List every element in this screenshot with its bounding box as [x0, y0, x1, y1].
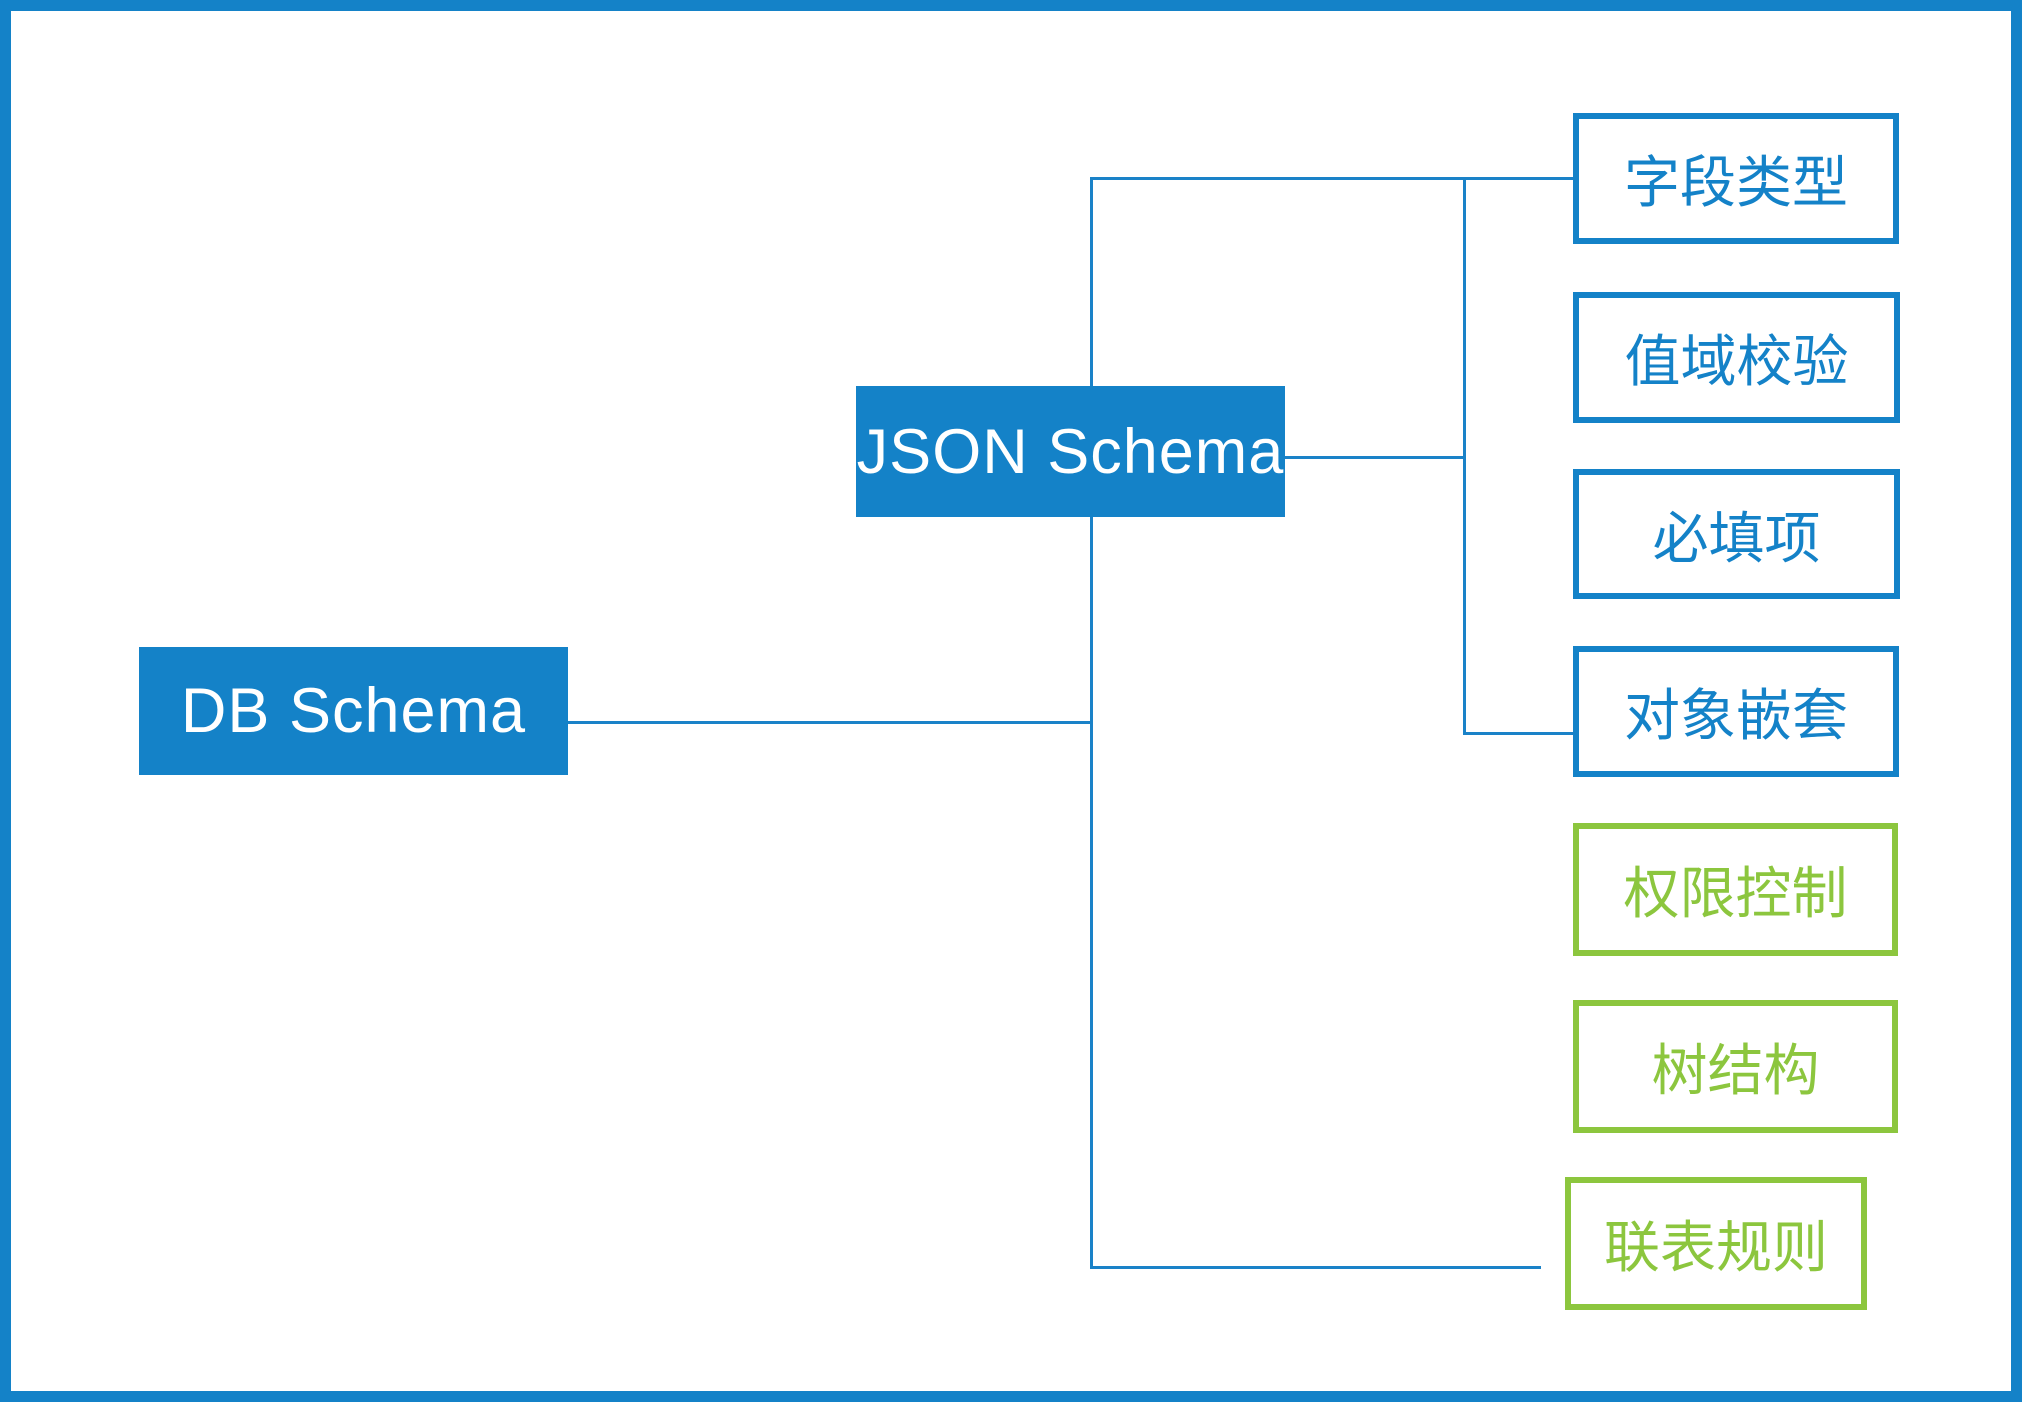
leaf-object-nesting: 对象嵌套: [1573, 646, 1899, 777]
connector-db-to-trunk: [568, 721, 1091, 724]
leaf-permission-control: 权限控制: [1573, 823, 1898, 956]
connector-bottom-to-join-rules: [1090, 1266, 1541, 1269]
db-schema-node: DB Schema: [139, 647, 568, 775]
leaf-join-rules: 联表规则: [1565, 1177, 1867, 1310]
connector-trunk-vertical: [1090, 177, 1093, 1269]
connector-json-to-bracket: [1285, 456, 1463, 459]
connector-top-to-field-type: [1090, 177, 1573, 180]
leaf-required-fields: 必填项: [1573, 469, 1900, 599]
connector-bracket-vertical: [1463, 177, 1466, 735]
json-schema-node: JSON Schema: [856, 386, 1285, 517]
leaf-value-validation: 值域校验: [1573, 292, 1900, 423]
connector-to-object-nesting: [1463, 732, 1573, 735]
leaf-tree-structure: 树结构: [1573, 1000, 1898, 1133]
leaf-field-type: 字段类型: [1573, 113, 1899, 244]
